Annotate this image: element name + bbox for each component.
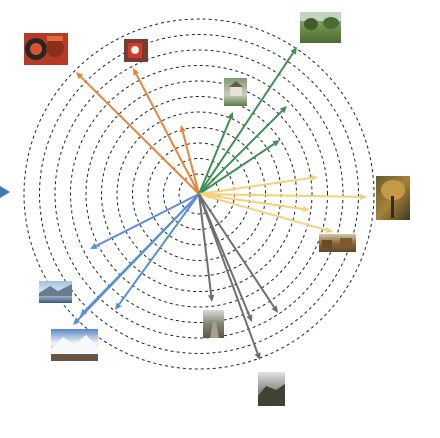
green-arrowhead-icon — [290, 47, 297, 55]
distance-ring — [85, 80, 313, 308]
green-ray — [198, 110, 283, 195]
rocky-hill-photo-icon — [258, 372, 285, 406]
yellow-arrowhead-icon — [359, 193, 367, 201]
gray-ray — [198, 193, 213, 296]
blue-arrowhead-icon — [80, 308, 88, 316]
distance-ring — [116, 111, 282, 277]
orange-arrowhead-icon — [133, 68, 140, 76]
distance-rings — [23, 18, 375, 370]
similarity-rays — [73, 47, 367, 360]
yellow-arrowhead-icon — [325, 227, 333, 234]
orange-ray — [181, 131, 200, 195]
yellow-arrowhead-icon — [310, 174, 318, 182]
gray-arrowhead-icon — [246, 314, 253, 322]
yellow-ray — [198, 176, 312, 195]
lake-photo-icon — [39, 281, 72, 303]
green-ray — [198, 52, 294, 195]
blue-arrowhead-icon — [73, 317, 81, 325]
blue-ray — [118, 193, 200, 305]
distance-ring — [39, 34, 359, 354]
blue-ray — [84, 193, 200, 312]
yellow-arrowhead-icon — [302, 205, 310, 213]
green-ray — [198, 143, 275, 195]
gray-arrowhead-icon — [271, 305, 278, 313]
yellow-ray — [198, 193, 327, 232]
orange-arrowhead-icon — [179, 125, 186, 133]
green-ray — [198, 118, 232, 195]
pointer-arrow-icon — [0, 186, 10, 198]
gray-ray — [198, 193, 259, 354]
gray-arrowhead-icon — [254, 352, 261, 360]
forest-path-photo-icon — [203, 310, 224, 338]
yellow-ray — [198, 193, 361, 198]
yellow-ray — [198, 193, 304, 210]
distance-ring — [23, 18, 375, 370]
blue-ray — [95, 193, 200, 247]
red-machine-photo-icon — [24, 33, 68, 65]
distance-ring — [132, 127, 266, 261]
orange-ray — [80, 76, 200, 195]
distance-ring — [70, 65, 328, 323]
gray-arrowhead-icon — [207, 294, 215, 302]
distance-ring — [54, 49, 344, 339]
blue-arrowhead-icon — [90, 242, 98, 249]
cottage-photo-icon — [224, 78, 247, 106]
autumn-tree-photo-icon — [376, 176, 410, 220]
snowy-mountain-photo-icon — [51, 329, 98, 361]
red-sign-photo-icon — [124, 39, 148, 62]
autumn-field-photo-icon — [319, 234, 356, 252]
blue-arrowhead-icon — [115, 302, 122, 310]
green-arrowhead-icon — [227, 112, 234, 120]
green-arrowhead-icon — [272, 140, 280, 147]
orange-arrowhead-icon — [76, 72, 84, 80]
gray-ray — [198, 193, 251, 316]
distance-ring — [101, 96, 297, 292]
orange-ray — [135, 73, 200, 195]
green-arrowhead-icon — [279, 106, 287, 114]
park-photo-icon — [300, 12, 341, 43]
gray-ray — [198, 193, 275, 308]
